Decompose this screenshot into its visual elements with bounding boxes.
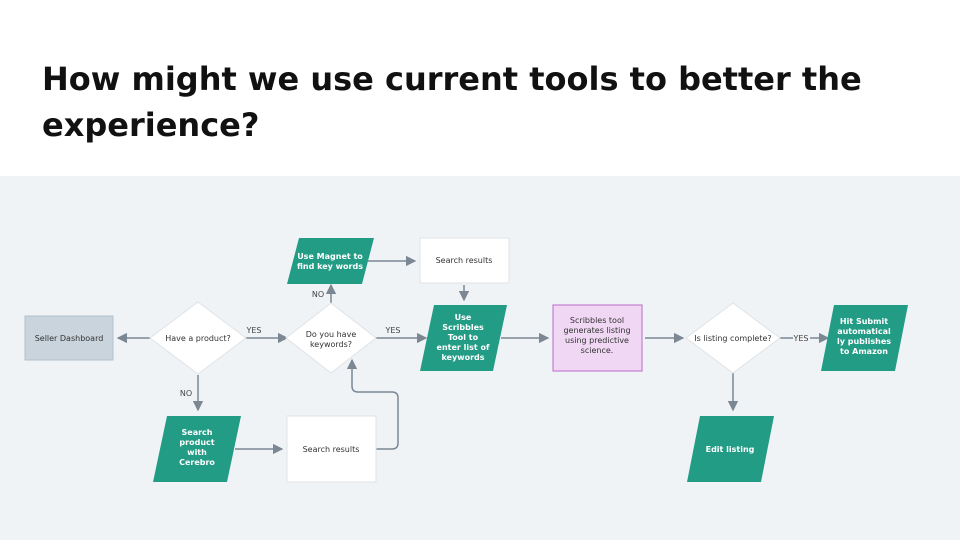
edge-label-yes-2: YES xyxy=(384,326,400,335)
edit-listing-label-line: Edit listing xyxy=(706,445,755,454)
use-scribbles-label-line: Tool to xyxy=(448,333,479,342)
use-scribbles-label-line: enter list of xyxy=(437,343,490,352)
use-magnet-label-line: Use Magnet to xyxy=(297,252,363,261)
have-keywords-label-line: keywords? xyxy=(310,340,352,349)
node-search-results-bottom: Search results xyxy=(286,415,377,483)
edge-label-no-2: NO xyxy=(180,389,192,398)
search-cerebro-label-line: Search xyxy=(182,428,213,437)
search-cerebro-label-line: Cerebro xyxy=(179,458,215,467)
use-scribbles-label-line: Scribbles xyxy=(442,323,484,332)
slide-title: How might we use current tools to better… xyxy=(42,60,862,144)
node-edit-listing: Edit listing xyxy=(687,416,774,482)
svg-text:Edit listing: Edit listing xyxy=(706,445,755,454)
svg-text:Search results: Search results xyxy=(303,445,360,454)
use-scribbles-label-line: keywords xyxy=(441,353,484,362)
edge-label-yes-1: YES xyxy=(245,326,261,335)
flowchart-canvas: YES YES YES NO NO Seller Dashboard Have … xyxy=(0,176,960,540)
node-search-results-top: Search results xyxy=(419,237,510,284)
have-keywords-label-line: Do you have xyxy=(306,330,357,339)
svg-text:Search results: Search results xyxy=(436,256,493,265)
use-magnet-label-line: find key words xyxy=(297,262,363,271)
scribbles-generates-label-line: generates listing xyxy=(563,326,630,335)
svg-text:Is listing complete?: Is listing complete? xyxy=(694,334,771,343)
edge-label-no-1: NO xyxy=(312,290,324,299)
edge-searchbottom-keywords xyxy=(346,358,399,450)
node-seller-dashboard: Seller Dashboard xyxy=(24,315,114,361)
edge-label-yes-3: YES xyxy=(792,334,808,343)
scribbles-generates-label-line: Scribbles tool xyxy=(570,316,624,325)
node-listing-complete: Is listing complete? xyxy=(685,302,781,374)
search-cerebro-label-line: with xyxy=(187,448,207,457)
svg-text:Seller Dashboard: Seller Dashboard xyxy=(35,334,104,343)
seller-dashboard-label-line: Seller Dashboard xyxy=(35,334,104,343)
node-have-product: Have a product? xyxy=(149,301,247,375)
scribbles-generates-label-line: science. xyxy=(581,346,614,355)
search-results-top-label-line: Search results xyxy=(436,256,493,265)
hit-submit-label-line: to Amazon xyxy=(840,347,888,356)
search-results-bottom-label-line: Search results xyxy=(303,445,360,454)
use-scribbles-label-line: Use xyxy=(455,313,472,322)
hit-submit-label-line: Hit Submit xyxy=(840,317,888,326)
flowchart: YES YES YES NO NO Seller Dashboard Have … xyxy=(24,237,908,483)
have-product-label-line: Have a product? xyxy=(165,334,231,343)
hit-submit-label-line: ly publishes xyxy=(837,337,891,346)
svg-text:Have a product?: Have a product? xyxy=(165,334,231,343)
scribbles-generates-label-line: using predictive xyxy=(565,336,629,345)
search-cerebro-label-line: product xyxy=(179,438,214,447)
listing-complete-label-line: Is listing complete? xyxy=(694,334,771,343)
hit-submit-label-line: automatical xyxy=(837,327,891,336)
